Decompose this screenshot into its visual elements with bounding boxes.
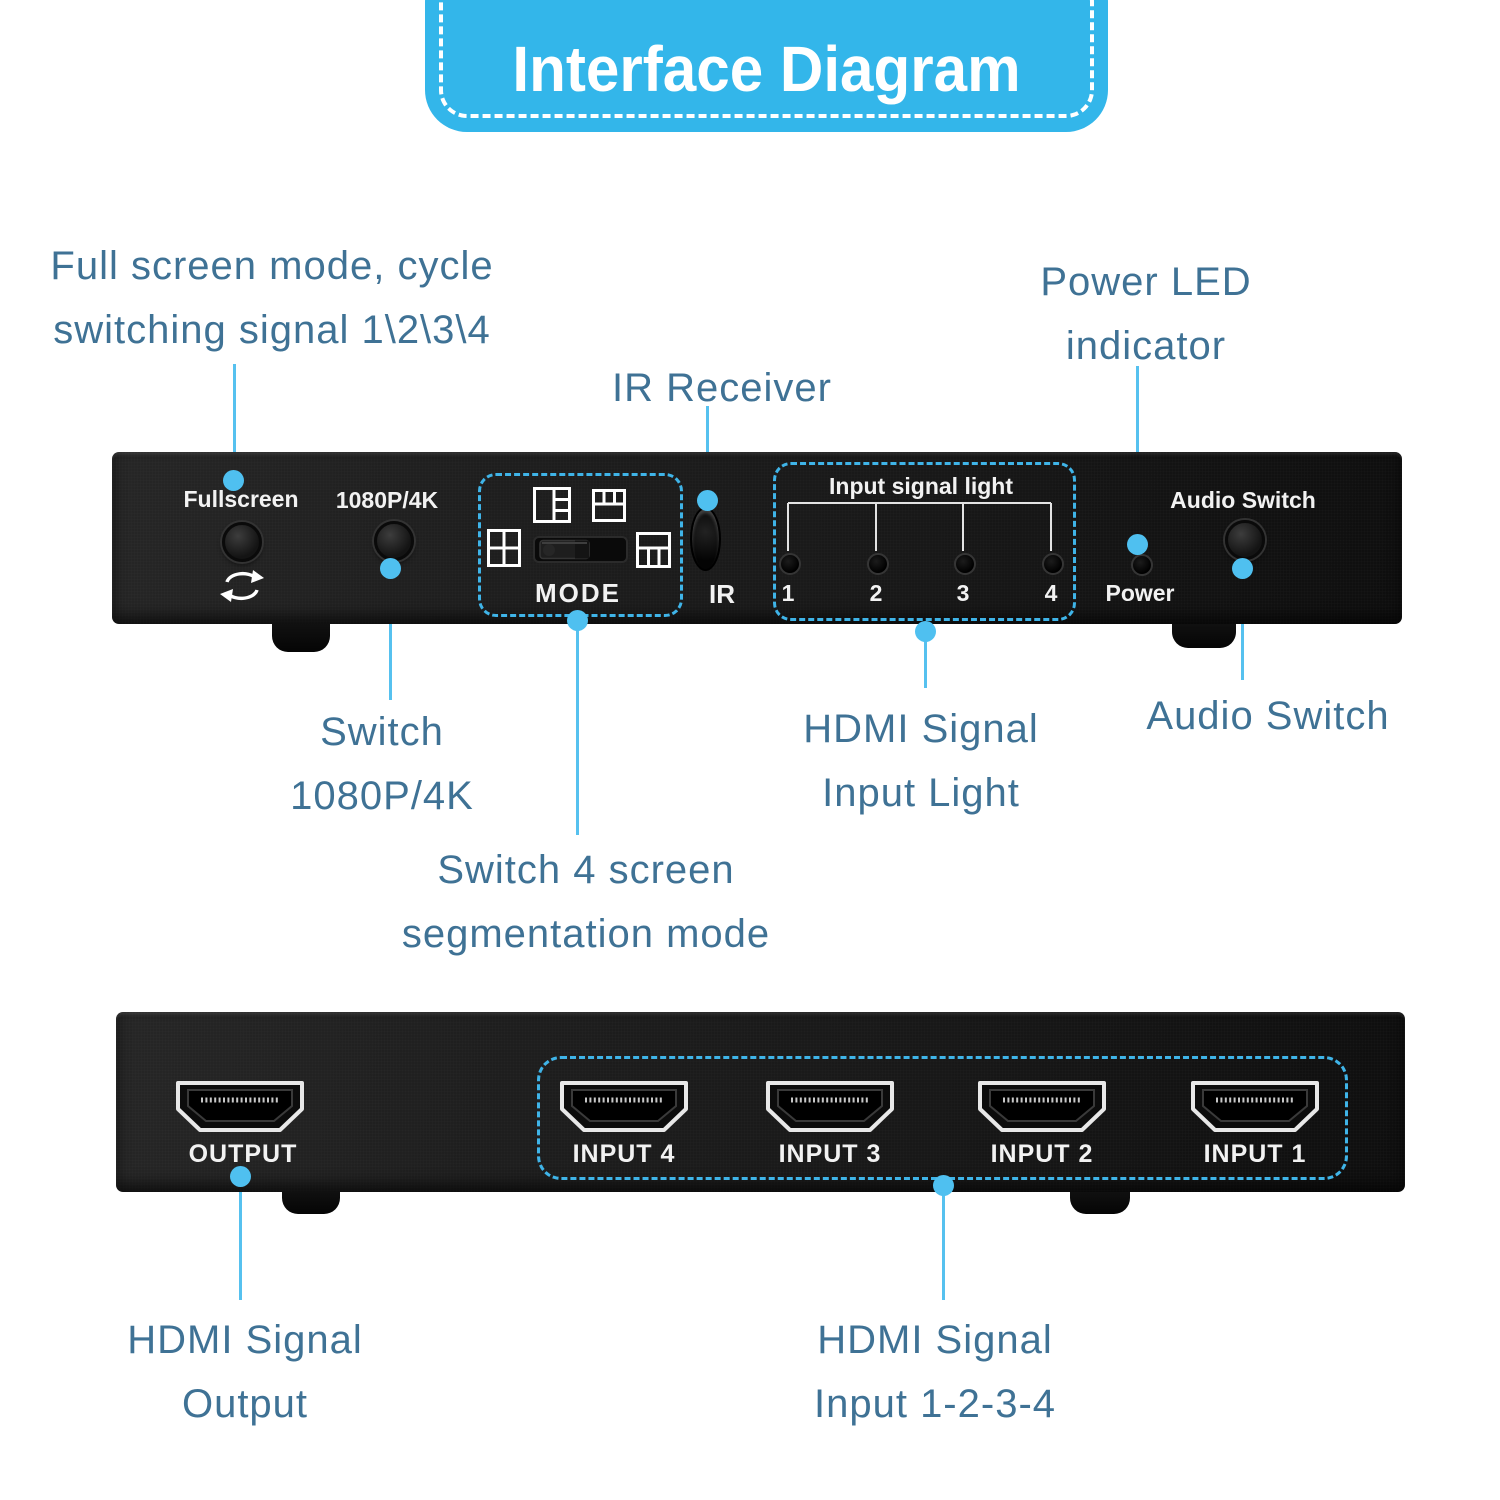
fullscreen-label: Fullscreen (183, 486, 299, 512)
fullscreen-button (222, 522, 262, 562)
layout-left-big-icon (533, 487, 571, 523)
callout-fullscreen-label: Full screen mode, cycle switching signal… (50, 244, 494, 352)
callout-hdmi-inputs-label: HDMI Signal Input 1-2-3-4 (813, 1318, 1057, 1426)
cycle-icon (219, 568, 265, 604)
ir-receiver-window (690, 507, 721, 571)
port-label-output: OUTPUT (188, 1140, 298, 1168)
callout-line-resolution (389, 578, 392, 700)
layout-bottom-row-icon (636, 532, 671, 568)
hdmi-port-output (175, 1081, 305, 1133)
hdmi-port-input3 (765, 1081, 895, 1133)
audio-switch-panel-label: Audio Switch (1170, 487, 1316, 513)
resolution-label: 1080P/4K (335, 487, 439, 513)
rear-panel-device (116, 1012, 1405, 1192)
layout-top-row-icon (592, 489, 626, 522)
input-number-2: 2 (869, 580, 883, 606)
callout-segmentation-label: Switch 4 screen segmentation mode (401, 848, 771, 956)
hdmi-port-input4 (559, 1081, 689, 1133)
callout-dot-mode (567, 610, 588, 631)
callout-line-mode (576, 630, 579, 835)
callout-line-input-light (924, 640, 927, 688)
input-led-2 (867, 553, 889, 575)
input-number-4: 4 (1044, 580, 1058, 606)
port-label-input1: INPUT 1 (1203, 1140, 1307, 1168)
callout-line-audio (1241, 578, 1244, 680)
port-label-input2: INPUT 2 (990, 1140, 1094, 1168)
callout-dot-output (230, 1166, 251, 1187)
layout-quad-icon (487, 529, 521, 567)
callout-dot-audio (1232, 558, 1253, 579)
callout-dot-power (1127, 534, 1148, 555)
input-led-3 (954, 553, 976, 575)
input-led-1 (779, 553, 801, 575)
callout-dot-resolution (380, 558, 401, 579)
callout-hdmi-output-label: HDMI Signal Output (127, 1318, 363, 1426)
input-light-bracket (780, 501, 1060, 553)
callout-line-output (239, 1186, 242, 1300)
input-led-4 (1042, 553, 1064, 575)
hdmi-port-input2 (977, 1081, 1107, 1133)
input-number-3: 3 (956, 580, 970, 606)
callout-input-light-label: HDMI Signal Input Light (803, 707, 1039, 815)
mode-slider (533, 536, 628, 563)
hdmi-port-input1 (1190, 1081, 1320, 1133)
callout-audio-switch-label: Audio Switch (1146, 694, 1390, 738)
port-label-input4: INPUT 4 (572, 1140, 676, 1168)
callout-dot-ir (697, 490, 718, 511)
input-signal-light-outline (773, 462, 1076, 621)
ir-label: IR (709, 579, 735, 609)
page-title: Interface Diagram (512, 33, 1021, 105)
callout-power-label: Power LED indicator (1040, 260, 1252, 368)
callout-line-inputs (942, 1194, 945, 1300)
title-banner: Interface Diagram (425, 0, 1108, 132)
power-label: Power (1105, 580, 1175, 606)
port-label-input3: INPUT 3 (778, 1140, 882, 1168)
resolution-button (374, 521, 414, 561)
input-number-1: 1 (781, 580, 795, 606)
callout-dot-fullscreen (223, 470, 244, 491)
power-led (1131, 554, 1153, 576)
input-signal-light-label: Input signal light (829, 473, 1013, 499)
callout-line-fullscreen (233, 364, 236, 476)
callout-ir-label: IR Receiver (612, 366, 832, 410)
callout-dot-inputs (933, 1175, 954, 1196)
audio-switch-button (1225, 520, 1265, 560)
mode-label: MODE (535, 578, 621, 608)
callout-dot-input-light (915, 621, 936, 642)
callout-switch-resolution-label: Switch 1080P/4K (290, 710, 474, 818)
front-panel-device (112, 452, 1402, 624)
